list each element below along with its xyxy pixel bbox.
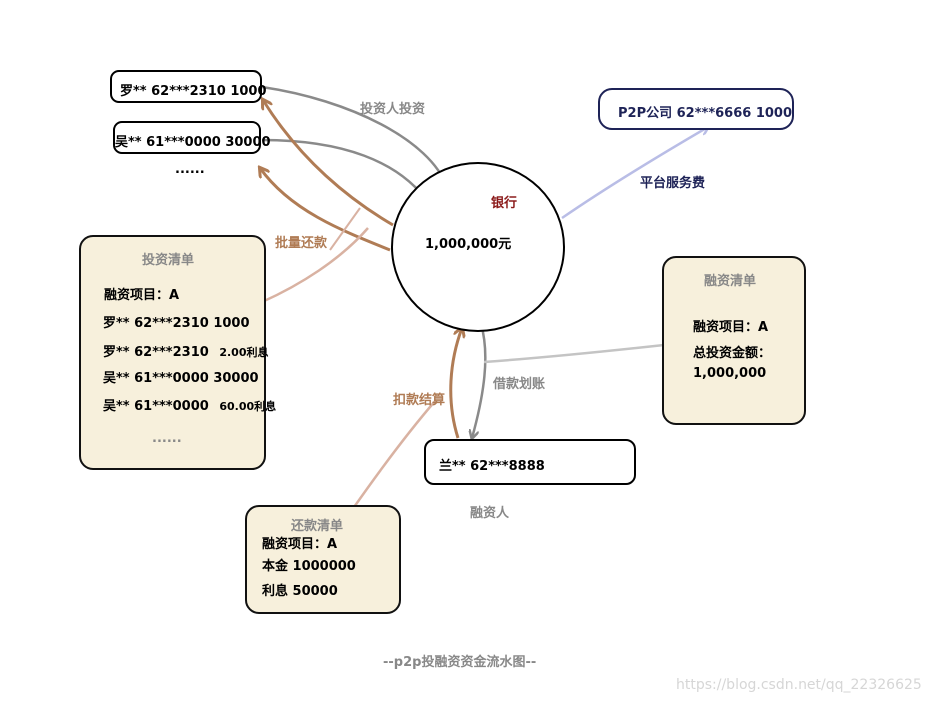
investment-row-4: 吴** 61***0000 60.00利息 [103, 399, 277, 414]
financing-list-total-value: 1,000,000 [693, 366, 767, 381]
investment-row-1: 罗** 62***2310 1000 [103, 316, 250, 331]
financing-list-title: 融资清单 [704, 274, 757, 289]
arrow-investor1-to-bank [261, 85, 447, 187]
arrow-bank-to-borrower [472, 323, 487, 438]
borrower-box: 兰** 62***8888 [424, 439, 636, 485]
repayment-list-title: 还款清单 [291, 519, 344, 534]
link-financing-list [483, 343, 665, 364]
repayment-list-note: 还款清单 融资项目：A 本金 1000000 利息 50000 [245, 505, 401, 614]
watermark: https://blog.csdn.net/qq_22326625 [676, 677, 922, 693]
investor-box-2: 吴** 61***0000 30000 [113, 121, 271, 154]
investment-list-project: 融资项目：A [104, 288, 180, 303]
label-invest: 投资人投资 [360, 102, 426, 117]
investment-list-title: 投资清单 [142, 253, 195, 268]
bank-circle: 银行 1,000,000元 [391, 162, 565, 332]
investor-1-text: 罗** 62***2310 1000 [120, 84, 267, 99]
link-investment-list-branch [329, 207, 361, 251]
investors-more: ...... [175, 162, 205, 177]
borrower-text: 兰** 62***8888 [439, 459, 545, 474]
bank-amount: 1,000,000元 [425, 237, 512, 252]
link-repayment-list [350, 399, 437, 511]
p2p-company-text: P2P公司 62***6666 1000 [618, 106, 793, 121]
borrower-caption: 融资人 [470, 506, 510, 521]
label-deduct-settle: 扣款结算 [393, 393, 446, 408]
investor-2-text: 吴** 61***0000 30000 [115, 135, 271, 150]
link-investment-list [261, 227, 369, 304]
repayment-list-interest: 利息 50000 [262, 584, 338, 599]
repayment-list-project: 融资项目：A [262, 537, 338, 552]
diagram-caption: --p2p投融资资金流水图-- [383, 655, 537, 670]
arrow-bank-to-p2p [561, 127, 708, 220]
investment-list-note: 投资清单 融资项目：A 罗** 62***2310 1000 罗** 62***… [79, 235, 276, 470]
p2p-company-box: P2P公司 62***6666 1000 [598, 88, 794, 130]
arrow-bank-to-investor1 [263, 100, 394, 227]
investor-box-1: 罗** 62***2310 1000 [110, 70, 267, 103]
investment-row-2: 罗** 62***2310 2.00利息 [103, 345, 269, 360]
financing-list-project: 融资项目：A [693, 320, 769, 335]
arrow-bank-to-investor2 [260, 168, 391, 252]
label-platform-fee: 平台服务费 [640, 176, 706, 191]
financing-list-note: 融资清单 融资项目：A 总投资金额： 1,000,000 [662, 256, 806, 425]
label-batch-repay: 批量还款 [275, 236, 328, 251]
investment-row-3: 吴** 61***0000 30000 [103, 371, 259, 386]
label-loan-transfer: 借款划账 [493, 377, 546, 392]
repayment-list-principal: 本金 1000000 [262, 559, 356, 574]
arrow-borrower-to-bank [449, 328, 462, 439]
financing-list-total-label: 总投资金额： [693, 346, 772, 361]
bank-name: 银行 [491, 196, 518, 211]
investment-list-more: ...... [152, 431, 182, 446]
